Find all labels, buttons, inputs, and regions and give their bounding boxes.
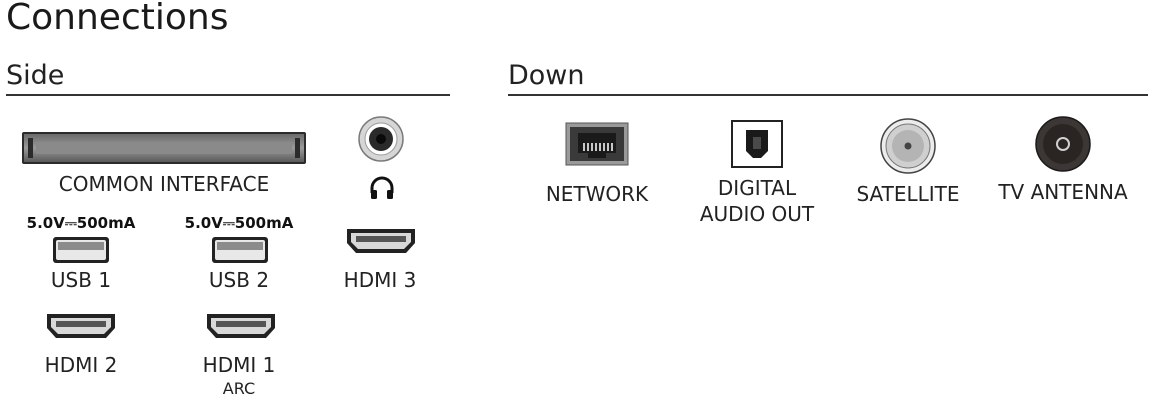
hdmi2-port-icon	[44, 312, 118, 340]
tv-antenna-label: TV ANTENNA	[998, 180, 1128, 204]
usb2-power-label: 5.0V⎓500mA	[184, 214, 294, 232]
network-port-icon	[565, 122, 629, 166]
usb1-label: USB 1	[50, 268, 112, 292]
page-title: Connections	[6, 0, 229, 38]
network-label: NETWORK	[545, 182, 649, 206]
optical-port-icon	[731, 120, 783, 168]
hdmi2-label: HDMI 2	[44, 353, 118, 377]
usb2-label: USB 2	[208, 268, 270, 292]
side-divider	[6, 94, 450, 96]
down-divider	[508, 94, 1148, 96]
hdmi1-arc-label: ARC	[222, 379, 256, 398]
down-heading: Down	[508, 60, 585, 91]
common-interface-label: COMMON INTERFACE	[58, 172, 270, 196]
satellite-label: SATELLITE	[856, 182, 960, 206]
usb1-power-label: 5.0V⎓500mA	[26, 214, 136, 232]
tv-antenna-connector-icon	[1035, 116, 1091, 172]
digital-audio-out-label-line2: AUDIO OUT	[699, 202, 815, 226]
satellite-connector-icon	[880, 118, 936, 174]
digital-audio-out-label-line1: DIGITAL	[717, 176, 797, 200]
hdmi1-port-icon	[204, 312, 278, 340]
headphones-icon	[369, 175, 395, 201]
hdmi3-label: HDMI 3	[343, 268, 417, 292]
side-heading: Side	[6, 60, 65, 91]
headphone-jack-icon	[358, 116, 404, 162]
usb1-port-icon	[53, 237, 109, 263]
common-interface-slot-icon	[22, 132, 306, 164]
hdmi3-port-icon	[344, 227, 418, 255]
usb2-port-icon	[212, 237, 268, 263]
hdmi1-label: HDMI 1	[202, 353, 276, 377]
